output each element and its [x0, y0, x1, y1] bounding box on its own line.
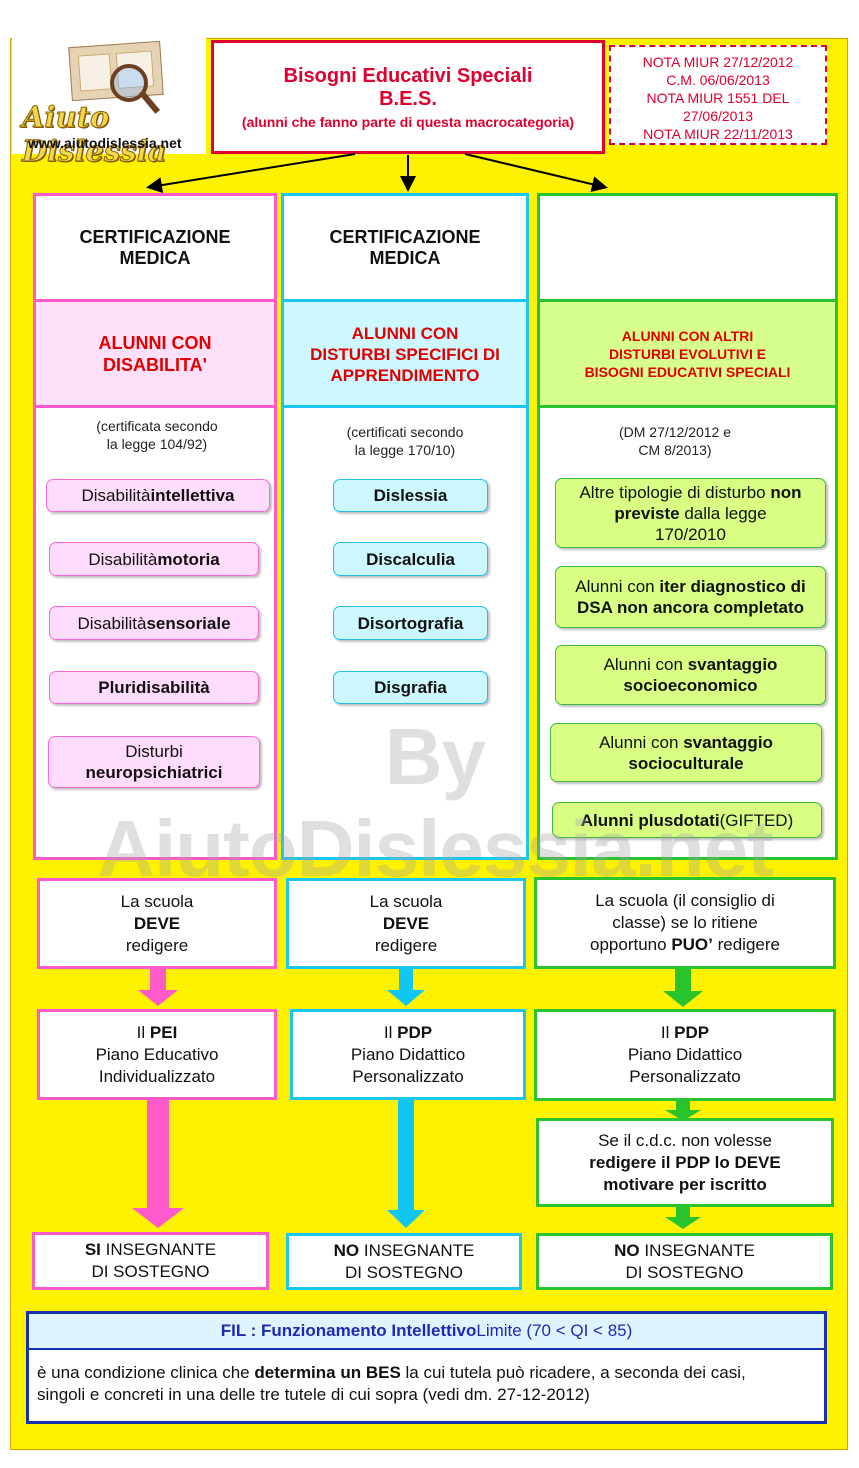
- right-empty-header: [537, 193, 838, 302]
- middle-header-line2: MEDICA: [369, 247, 441, 268]
- nota-4: 27/06/2013: [682, 107, 754, 124]
- logo-url: www.aiutodislessia.net: [28, 135, 182, 151]
- middle-title-line2: DISTURBI SPECIFICI DI: [310, 344, 500, 364]
- right-pdp-justification: Se il c.d.c. non volesse redigere il PDP…: [536, 1118, 834, 1207]
- middle-school-duty: La scuola DEVE redigere: [286, 878, 526, 969]
- left-title-line1: ALUNNI CON: [98, 333, 212, 353]
- middle-pdp-box: Il PDP Piano Didattico Personalizzato: [290, 1009, 526, 1100]
- fil-description: è una condizione clinica che determina u…: [37, 1363, 746, 1404]
- right-category-title: ALUNNI CON ALTRI DISTURBI EVOLUTIVI E BI…: [537, 299, 838, 409]
- right-note-line2: CM 8/2013): [638, 442, 712, 458]
- left-law-note: (certificata secondo la legge 104/92): [62, 417, 252, 453]
- left-pei-box: Il PEI Piano Educativo Individualizzato: [37, 1009, 277, 1100]
- left-header-line2: MEDICA: [119, 247, 191, 268]
- nota-5: NOTA MIUR 22/11/2013: [643, 125, 793, 142]
- bes-subtitle: (alunni che fanno parte di questa macroc…: [241, 113, 575, 130]
- right-title-line1: ALUNNI CON ALTRI: [621, 328, 754, 344]
- incomplete-dsa-diagnosis: Alunni con iter diagnostico di DSA non a…: [555, 566, 826, 628]
- right-title-line2: DISTURBI EVOLUTIVI E: [608, 346, 767, 362]
- middle-title-line1: ALUNNI CON: [351, 323, 459, 343]
- middle-support-result: NO INSEGNANTE DI SOSTEGNO: [286, 1233, 522, 1290]
- other-disorder-types: Altre tipologie di disturbo non previste…: [555, 478, 826, 548]
- right-items-panel: [537, 405, 838, 860]
- dyscalculia-item: Discalculia: [333, 542, 488, 576]
- left-note-line2: la legge 104/92): [106, 436, 208, 452]
- right-support-result: NO INSEGNANTE DI SOSTEGNO: [536, 1233, 833, 1290]
- left-category-title: ALUNNI CON DISABILITA': [33, 299, 277, 409]
- middle-note-line2: la legge 170/10): [354, 442, 456, 458]
- left-support-result: SI INSEGNANTE DI SOSTEGNO: [32, 1232, 269, 1290]
- left-certification-header: CERTIFICAZIONE MEDICA: [33, 193, 277, 302]
- left-header-line1: CERTIFICAZIONE: [79, 226, 231, 247]
- right-school-option: La scuola (il consiglio di classe) se lo…: [534, 877, 836, 969]
- middle-header-line1: CERTIFICAZIONE: [329, 226, 481, 247]
- nota-1: NOTA MIUR 27/12/2012: [642, 53, 794, 70]
- middle-category-title: ALUNNI CON DISTURBI SPECIFICI DI APPREND…: [281, 299, 529, 409]
- dysgraphia-item: Disgrafia: [333, 671, 488, 704]
- fil-heading: FIL : Funzionamento Intellettivo Limite …: [29, 1314, 824, 1350]
- sociocultural-disadvantage: Alunni con svantaggio socioculturale: [550, 723, 822, 782]
- magnifier-icon: [110, 64, 148, 102]
- left-title-line2: DISABILITA': [103, 355, 207, 375]
- dysorthography-item: Disortografia: [333, 606, 488, 640]
- nota-3: NOTA MIUR 1551 DEL: [646, 89, 790, 106]
- right-law-note: (DM 27/12/2012 e CM 8/2013): [578, 423, 772, 459]
- logo-brand: Aiuto Dislessia: [22, 100, 167, 169]
- right-title-line3: BISOGNI EDUCATIVI SPECIALI: [584, 364, 791, 380]
- bes-title-box: Bisogni Educativi Speciali B.E.S. (alunn…: [211, 40, 605, 154]
- bes-title: Bisogni Educativi Speciali: [283, 64, 533, 87]
- left-note-line1: (certificata secondo: [96, 418, 218, 434]
- right-note-line1: (DM 27/12/2012 e: [618, 424, 732, 440]
- middle-title-line3: APPRENDIMENTO: [330, 365, 480, 385]
- right-pdp-box: Il PDP Piano Didattico Personalizzato: [534, 1009, 836, 1101]
- left-school-duty: La scuola DEVE redigere: [37, 878, 277, 969]
- middle-certification-header: CERTIFICAZIONE MEDICA: [281, 193, 529, 302]
- aiuto-dislessia-logo: Aiuto Dislessia www.aiutodislessia.net: [12, 38, 206, 169]
- gifted-students: Alunni plusdotati (GIFTED): [552, 802, 822, 838]
- disability-sensory: Disabilità sensoriale: [49, 606, 259, 640]
- disability-intellectual: Disabilità intellettiva: [46, 479, 270, 512]
- normative-notes: NOTA MIUR 27/12/2012 C.M. 06/06/2013 NOT…: [609, 45, 827, 145]
- middle-law-note: (certificati secondo la legge 170/10): [310, 423, 500, 459]
- multiple-disabilities: Pluridisabilità: [49, 671, 259, 704]
- middle-note-line1: (certificati secondo: [346, 424, 464, 440]
- bes-acronym: B.E.S.: [379, 87, 437, 110]
- socioeconomic-disadvantage: Alunni con svantaggio socioeconomico: [555, 645, 826, 705]
- nota-2: C.M. 06/06/2013: [666, 71, 770, 88]
- fil-information-box: FIL : Funzionamento Intellettivo Limite …: [26, 1311, 827, 1424]
- disability-motor: Disabilità motoria: [49, 542, 259, 576]
- dyslexia-item: Dislessia: [333, 479, 488, 512]
